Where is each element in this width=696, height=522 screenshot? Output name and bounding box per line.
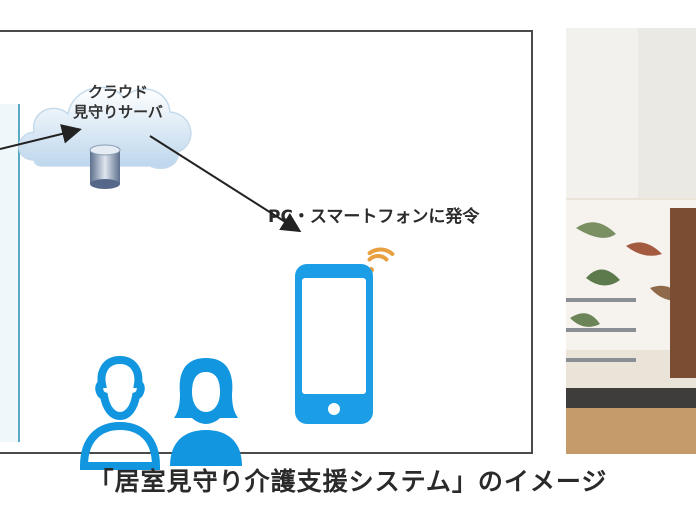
room-bed-photo [566,28,696,454]
figure-caption: 「居室見守り介護支援システム」のイメージ [88,467,608,496]
arrow-sensor-to-server [0,124,82,150]
notification-label: PC・スマートフォンに発令 [268,207,480,227]
female-user-icon [170,358,242,466]
arrow-server-to-phone [149,135,302,233]
cloud-server-label: クラウド 見守りサーバ [58,82,178,122]
male-user-icon [80,355,160,470]
server-icon [89,144,121,189]
cloud-label-line1: クラウド [87,83,148,101]
cloud-icon [18,86,192,170]
smartphone-icon [295,264,373,424]
cloud-label-line2: 見守りサーバ [73,103,163,121]
diagram-panel: クラウド 見守りサーバ PC・スマートフォンに発令 [0,30,533,470]
sensor-device-edge [0,104,20,442]
